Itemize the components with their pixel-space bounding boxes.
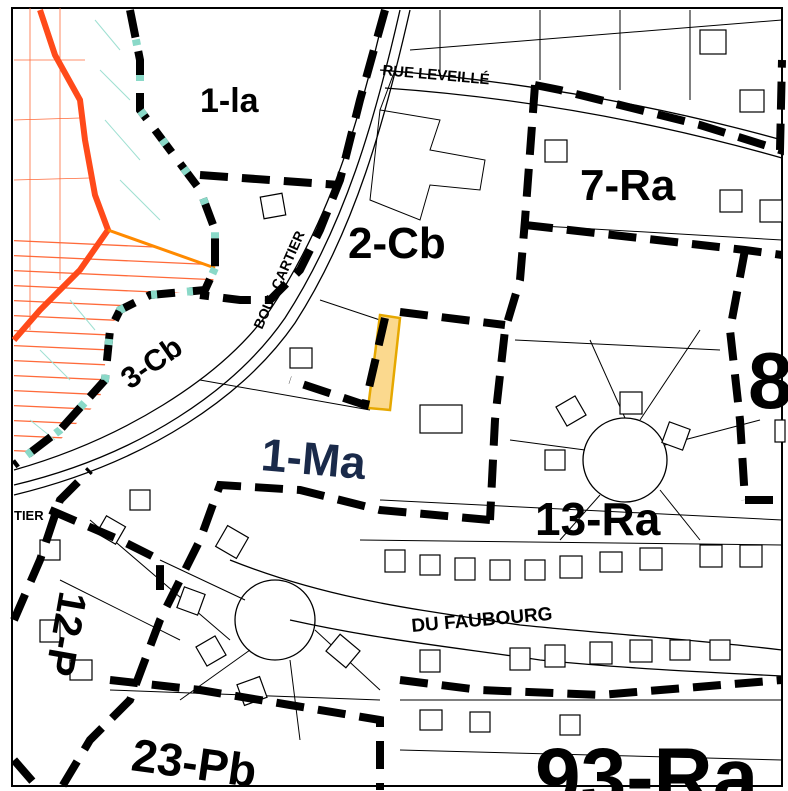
red-parcel-lines xyxy=(13,8,91,330)
zone-label-8[interactable]: 8 xyxy=(748,336,788,425)
zone-label-2-Cb[interactable]: 2-Cb xyxy=(348,219,446,268)
map-frame xyxy=(11,7,783,787)
street-label-cartier-left: TIER xyxy=(14,508,44,523)
zone-label-1-la[interactable]: 1-la xyxy=(200,82,260,120)
zone-label-13-Ra[interactable]: 13-Ra xyxy=(535,493,661,545)
zone-boundaries xyxy=(10,8,786,791)
zone-label-93-Ra[interactable]: 93-Ra xyxy=(535,732,760,791)
zone-labels: 1-la 2-Cb 3-Cb 7-Ra 1-Ma 13-Ra 12-P 23-P… xyxy=(36,82,788,791)
municipal-boundary xyxy=(11,9,112,342)
zone-label-7-Ra[interactable]: 7-Ra xyxy=(580,161,676,210)
teal-diagonals xyxy=(29,19,161,441)
zone-label-1-Ma[interactable]: 1-Ma xyxy=(259,428,368,489)
orange-line xyxy=(107,228,216,270)
